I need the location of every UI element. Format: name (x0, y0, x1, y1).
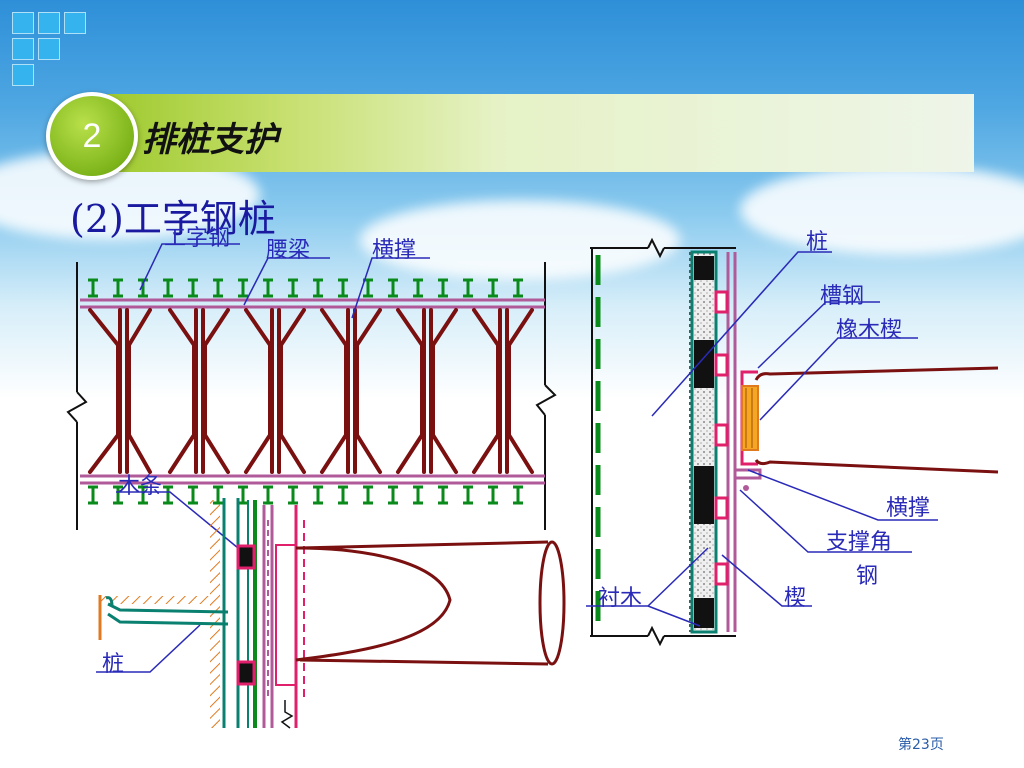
label-strut-section: 横撑 (886, 496, 931, 521)
section-view (590, 237, 999, 647)
label-oak-wedge: 橡木楔 (836, 318, 903, 343)
cloud (360, 200, 680, 280)
steel-pile-row-top (88, 278, 523, 298)
label-brace-angle-2: 钢 (856, 564, 879, 589)
label-pile: 桩 (806, 230, 829, 255)
label-timber: 木条 (118, 474, 163, 499)
label-channel-steel: 槽钢 (820, 284, 865, 309)
label-strut-plan: 横撑 (372, 238, 417, 263)
label-wedge: 楔 (784, 586, 807, 611)
steel-pile-row-bottom (88, 485, 523, 505)
label-brace-angle-1: 支撑角 (826, 530, 893, 555)
strut-frames (88, 308, 534, 474)
wale-top (80, 298, 545, 309)
title-banner (108, 94, 974, 172)
page-number: 第23页 (898, 737, 944, 753)
section-number: 2 (82, 117, 102, 155)
plan-view (66, 243, 557, 673)
cloud (740, 165, 1024, 255)
wale-bottom (80, 474, 545, 485)
label-steel-pile: 工字钢 (164, 226, 231, 251)
slide-subtitle: (2)工字钢桩 (70, 197, 276, 241)
section-number-badge: 2 (46, 92, 138, 180)
joint-detail (98, 498, 566, 729)
label-wale: 腰梁 (266, 238, 311, 263)
section-title: 排桩支护 (142, 120, 278, 160)
label-pile-detail: 桩 (102, 652, 125, 677)
label-lining: 衬木 (598, 586, 643, 611)
